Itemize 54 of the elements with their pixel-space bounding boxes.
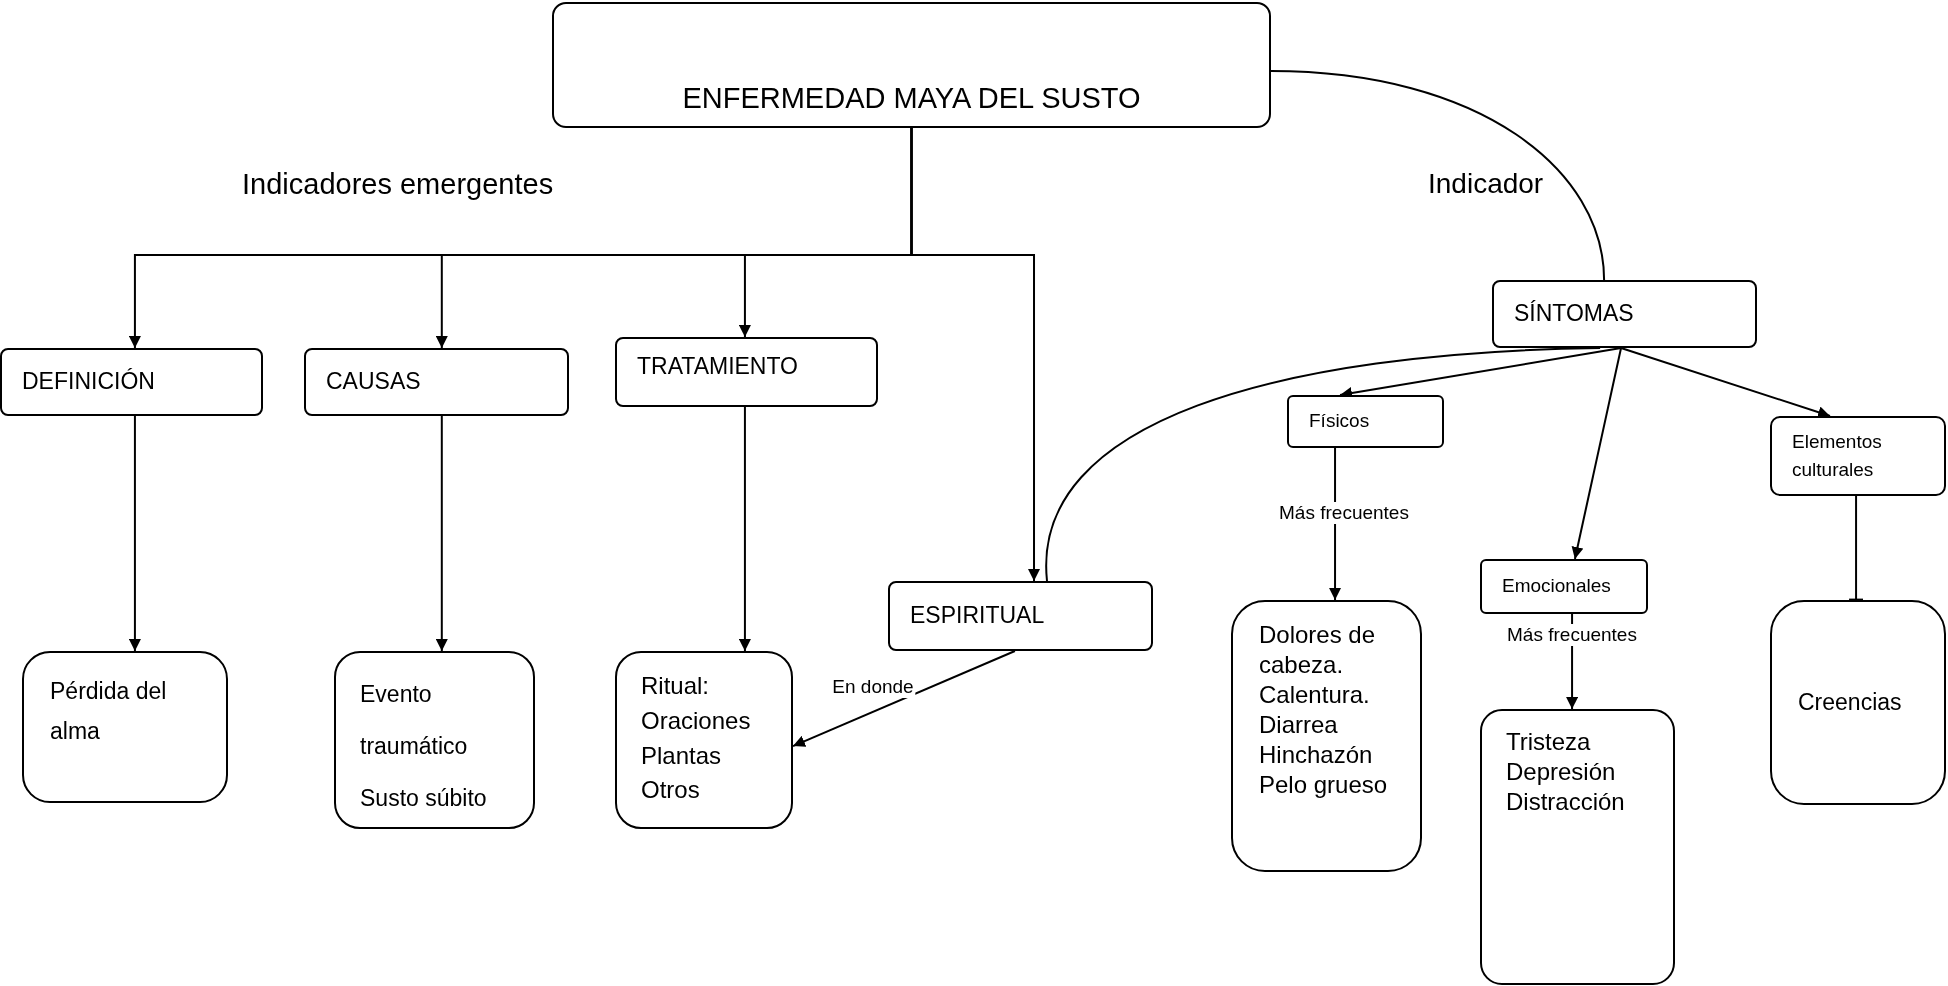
concept-box xyxy=(615,651,793,829)
concept-box xyxy=(1231,600,1422,872)
box-text: Diarrea xyxy=(1259,710,1338,740)
box-text: Otros xyxy=(641,775,700,806)
concept-box xyxy=(1770,600,1946,805)
edge-label: Más frecuentes xyxy=(1277,502,1411,524)
box-text: ESPIRITUAL xyxy=(910,602,1045,630)
box-text: Pelo grueso xyxy=(1259,770,1388,800)
concept-box xyxy=(304,348,569,416)
section-label: Indicador xyxy=(1428,168,1544,200)
box-text: Distracción xyxy=(1506,787,1625,817)
box-text: Depresión xyxy=(1506,757,1616,787)
concept-box xyxy=(1287,395,1444,448)
box-text: ENFERMEDAD MAYA DEL SUSTO xyxy=(682,81,1141,116)
box-text: Creencias xyxy=(1798,688,1902,717)
box-text: Pérdida del alma xyxy=(50,677,168,747)
arrow xyxy=(910,127,1040,582)
box-text: Emocionales xyxy=(1502,575,1611,598)
box-text: Ritual: xyxy=(641,671,710,701)
box-text: Elementos culturales xyxy=(1792,429,1883,482)
concept-box xyxy=(888,581,1153,651)
box-text: Tristeza xyxy=(1506,727,1591,757)
box-text: Oraciones xyxy=(641,705,751,736)
box-text: Dolores de cabeza. xyxy=(1259,620,1377,680)
box-text: Evento traumático xyxy=(360,680,469,761)
box-text: Hinchazón xyxy=(1259,740,1373,770)
box-text: SÍNTOMAS xyxy=(1514,300,1634,328)
section-label: Indicadores emergentes xyxy=(242,168,554,201)
arrow xyxy=(792,650,1016,748)
concept-box xyxy=(1480,709,1675,985)
concept-box xyxy=(334,651,535,829)
connector-line xyxy=(1046,347,1602,582)
box-text: Físicos xyxy=(1309,410,1370,433)
concept-box xyxy=(552,2,1271,128)
arrow xyxy=(435,415,448,652)
concept-box xyxy=(1492,280,1757,348)
concept-box xyxy=(1480,559,1648,614)
concept-box xyxy=(615,337,878,407)
box-text: CAUSAS xyxy=(326,368,421,396)
concept-box xyxy=(1770,416,1946,496)
arrow xyxy=(738,406,751,652)
edge-label: Más frecuentes xyxy=(1505,624,1639,646)
arrow xyxy=(1329,447,1342,601)
concept-box xyxy=(0,348,263,416)
box-text: DEFINICIÓN xyxy=(22,368,155,396)
box-text: Calentura. xyxy=(1259,680,1370,710)
box-text: TRATAMIENTO xyxy=(637,353,798,381)
arrow xyxy=(128,415,141,652)
arrow xyxy=(1620,347,1831,418)
box-text: Susto súbito xyxy=(360,783,487,813)
arrow xyxy=(1571,347,1623,560)
concept-box xyxy=(22,651,228,803)
connector-line xyxy=(1270,70,1606,281)
box-text: Plantas xyxy=(641,740,722,771)
